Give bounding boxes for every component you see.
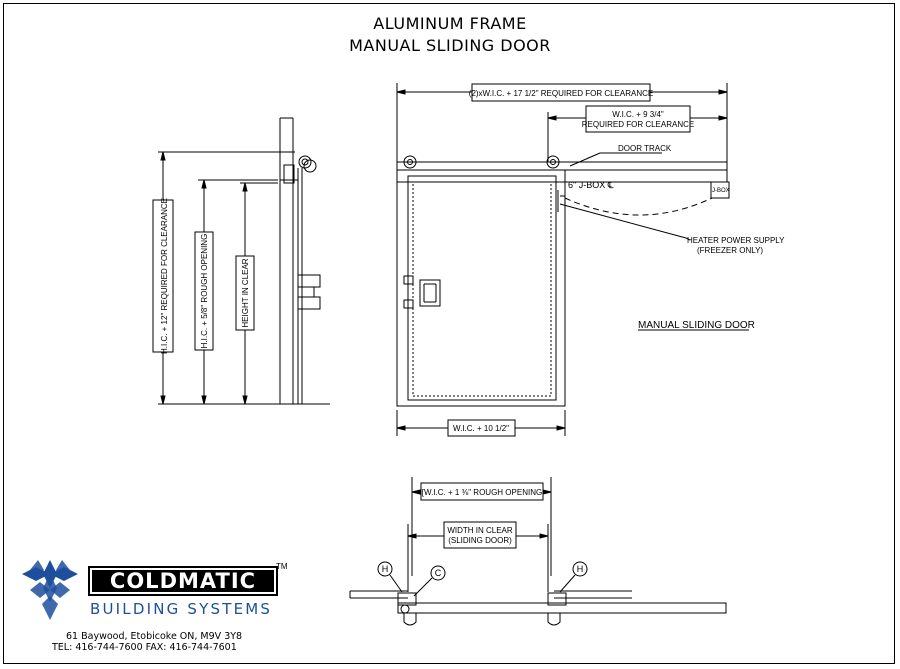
company-subtitle: BUILDING SYSTEMS <box>90 600 273 618</box>
company-phone-fax: TEL: 416-744-7600 FAX: 416-744-7601 <box>52 642 237 653</box>
drawing-border <box>3 3 895 664</box>
label-height-in-clear: HEIGHT IN CLEAR <box>241 258 250 327</box>
side-section <box>270 117 330 405</box>
label-freezer-only: (FREEZER ONLY) <box>697 246 763 255</box>
callout-c: C <box>435 568 442 578</box>
label-wic-9-3-4: W.I.C. + 9 3/4" <box>612 110 664 119</box>
label-jbox-tag: J-BOX <box>712 188 730 194</box>
label-2x-wic-clearance: (2)xW.I.C. + 17 1/2" REQUIRED FOR CLEARA… <box>469 89 653 98</box>
vertical-dimensions <box>152 151 295 405</box>
label-door-track: DOOR TRACK <box>618 144 672 153</box>
label-sliding-door: (SLIDING DOOR) <box>448 536 512 545</box>
logo-mark <box>22 560 78 620</box>
company-name: COLDMATIC <box>109 569 257 593</box>
label-manual-sliding-door: MANUAL SLIDING DOOR <box>638 320 755 331</box>
label-wic-10-1-2: W.I.C. + 10 1/2" <box>453 424 509 433</box>
front-elevation <box>396 152 730 407</box>
label-jbox-centerline: 6" J-BOX ℄ <box>568 180 614 190</box>
callout-h-right: H <box>577 564 584 574</box>
label-width-in-clear: WIDTH IN CLEAR <box>447 526 513 535</box>
bottom-dimension <box>396 329 749 437</box>
trademark: TM <box>276 562 288 571</box>
callout-h-left: H <box>382 564 389 574</box>
label-heater-power: HEATER POWER SUPPLY <box>687 236 785 245</box>
company-address: 61 Baywood, Etobicoke ON, M9V 3Y8 <box>66 631 243 642</box>
label-hic-5-8: H.I.C. + 5/8" ROUGH OPENING <box>200 234 209 349</box>
top-dimensions <box>396 83 728 172</box>
label-rough-opening: [W.I.C. + 1 ⅜" ROUGH OPENING <box>422 488 542 497</box>
title-line-1: ALUMINUM FRAME <box>373 14 527 33</box>
plan-view <box>349 477 727 626</box>
label-required-for-clearance: REQUIRED FOR CLEARANCE <box>582 120 694 129</box>
company-logo: COLDMATIC <box>88 566 278 596</box>
label-hic-12: H.I.C. + 12" REQUIRED FOR CLEARANCE <box>160 198 169 354</box>
title-line-2: MANUAL SLIDING DOOR <box>349 36 551 55</box>
